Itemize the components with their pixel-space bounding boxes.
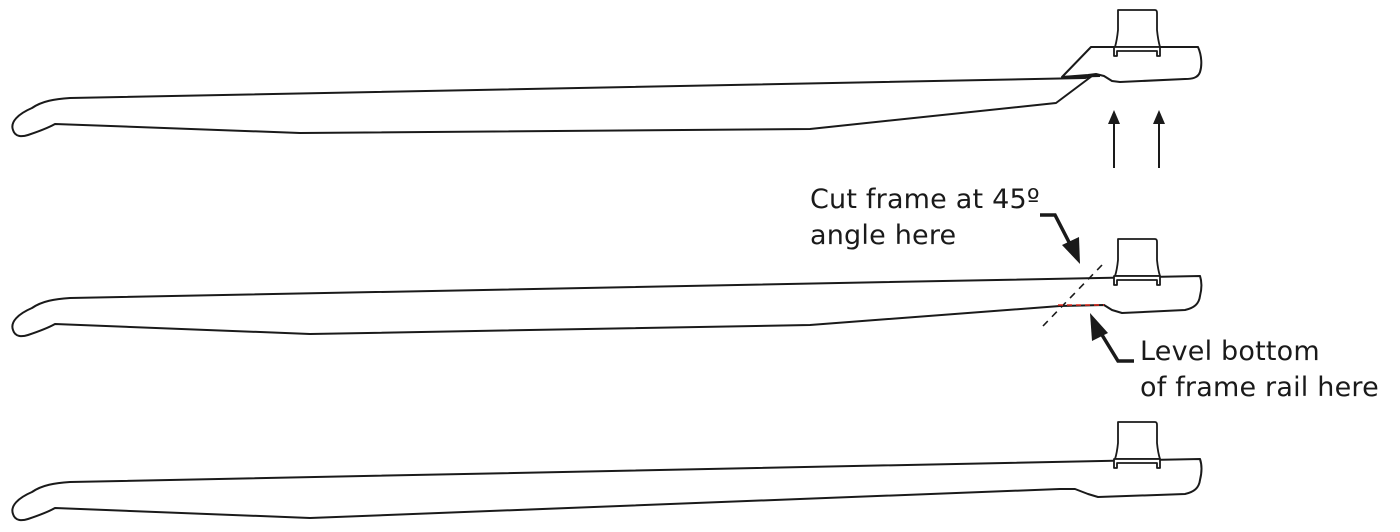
cut-instruction-line2: angle here bbox=[810, 220, 957, 251]
level-instruction-line1: Level bottom bbox=[1140, 336, 1320, 367]
cut-instruction-label: Cut frame at 45º angle here bbox=[810, 182, 1040, 254]
level-callout-leader bbox=[1097, 329, 1134, 363]
rail-modified-mount-clip bbox=[1113, 46, 1161, 57]
level-callout-arrowhead-icon bbox=[1090, 313, 1108, 341]
rail-modified-cut-seam bbox=[1061, 75, 1101, 78]
rail-marked-mount bbox=[1114, 238, 1161, 277]
rail-marked-body bbox=[11, 275, 1203, 338]
rail-marked-mount-clip bbox=[1113, 275, 1161, 286]
raise-arrows bbox=[1108, 110, 1165, 168]
cut-callout-leader bbox=[1040, 213, 1073, 247]
raise-arrow-left-icon bbox=[1108, 110, 1120, 124]
rail-original bbox=[11, 421, 1203, 522]
rail-original-body bbox=[11, 458, 1203, 522]
level-instruction-line2: of frame rail here bbox=[1140, 372, 1379, 403]
raise-arrow-right-icon bbox=[1153, 110, 1165, 124]
rail-modified bbox=[11, 9, 1203, 138]
cut-instruction-line1: Cut frame at 45º bbox=[810, 184, 1040, 215]
rail-modified-body bbox=[11, 69, 1111, 138]
rail-marked bbox=[11, 238, 1203, 338]
rail-modified-mount bbox=[1114, 9, 1161, 48]
cut-callout-arrowhead-icon bbox=[1062, 237, 1080, 264]
level-callout-arrow bbox=[1090, 313, 1134, 363]
level-instruction-label: Level bottom of frame rail here bbox=[1140, 334, 1379, 406]
rail-original-mount-clip bbox=[1113, 458, 1161, 469]
cut-callout-arrow bbox=[1040, 213, 1080, 264]
cut-line-45deg bbox=[1042, 264, 1103, 327]
rail-modified-raised-end bbox=[1061, 46, 1203, 83]
rail-original-mount bbox=[1114, 421, 1161, 460]
